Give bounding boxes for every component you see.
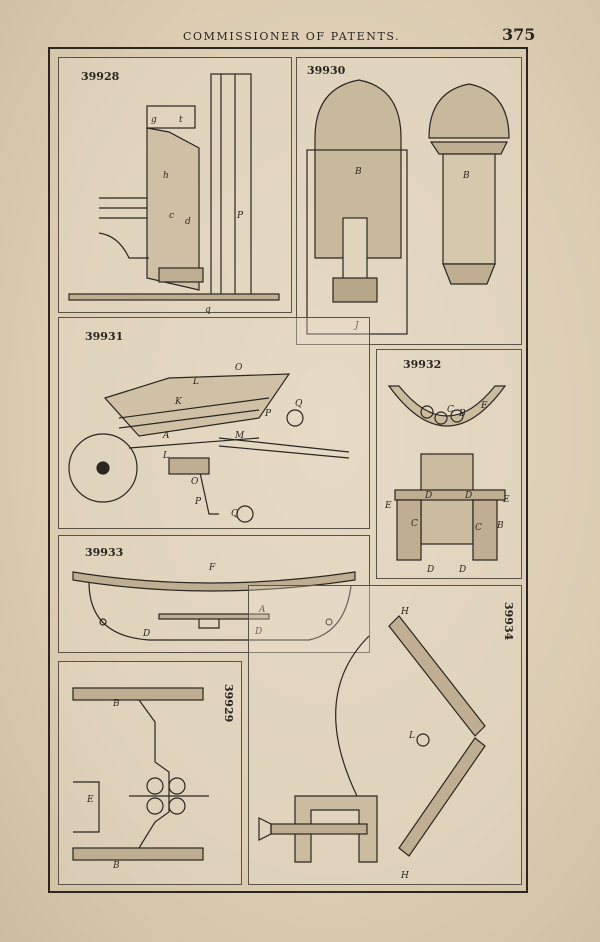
drawing-part — [146, 105, 196, 129]
figure-letter: C — [447, 405, 454, 415]
figure-39932-drawing: C B E D D E E C C B D D — [384, 385, 510, 575]
figure-letter: L — [162, 451, 169, 461]
figure-letter: D — [254, 627, 262, 637]
figure-letter: E — [384, 501, 392, 511]
figure-letter: M — [234, 431, 245, 441]
figure-letter: D — [458, 565, 466, 575]
figure-letter: O — [235, 363, 243, 373]
figure-39932: 39932 C B E D D E E C C B — [376, 349, 522, 579]
figure-letter: C — [411, 519, 418, 529]
figure-39933-drawing: F A D D — [72, 563, 356, 641]
drawing-part — [335, 635, 370, 797]
figure-letter: P — [236, 211, 244, 221]
figure-letter: J — [353, 321, 360, 331]
figure-number: 39933 — [85, 546, 124, 559]
figure-letter: D — [142, 629, 150, 639]
drawing-part — [72, 687, 204, 701]
figure-number: 39930 — [307, 64, 346, 77]
drawing-part — [72, 571, 356, 592]
drawing-part — [72, 847, 204, 861]
figure-39928-drawing: g t h c d P q — [68, 73, 280, 314]
figure-letter: d — [185, 217, 191, 227]
figure-letter: L — [192, 377, 199, 387]
figure-letter: c — [169, 211, 174, 221]
figure-letter: P — [194, 497, 202, 507]
drawing-part — [146, 127, 200, 291]
drawing-part — [68, 293, 280, 301]
figure-number: 39928 — [81, 70, 120, 83]
figure-letter: B — [496, 521, 504, 531]
figure-letter: E — [502, 495, 510, 505]
page-number: 375 — [502, 25, 536, 44]
figure-letter: t — [179, 115, 183, 125]
drawing-part — [314, 79, 402, 259]
figure-letter: B — [462, 171, 470, 181]
plate-frame: 39928 g t h c d P — [48, 47, 528, 893]
figure-letter: B — [458, 409, 466, 419]
figure-letter: H — [400, 607, 409, 617]
figure-39934-drawing: H H L — [258, 607, 486, 881]
figure-letter: B — [354, 167, 362, 177]
figure-letter: B — [112, 861, 120, 871]
drawing-part — [387, 385, 507, 427]
figure-letter: F — [208, 563, 216, 573]
figure-letter: P — [264, 409, 272, 419]
figure-39929-drawing: B E B — [72, 687, 209, 871]
drawing-part — [88, 581, 352, 641]
figure-letter: C — [475, 523, 482, 533]
drawing-part — [472, 499, 498, 561]
drawing-part — [396, 499, 422, 561]
figure-letter: Q — [295, 399, 303, 409]
figure-letter: D — [464, 491, 472, 501]
drawing-part — [103, 373, 291, 437]
figure-39933: 39933 F A D D — [58, 535, 370, 653]
figure-letter: E — [86, 795, 94, 805]
figure-letter: q — [205, 305, 211, 314]
figure-39931: 39931 O L K A P Q — [58, 317, 370, 529]
drawing-part — [210, 73, 252, 297]
figure-letter: h — [163, 171, 169, 181]
drawing-part — [428, 83, 510, 139]
figure-letter: H — [400, 871, 409, 881]
figure-39928: 39928 g t h c d P — [58, 57, 292, 314]
figure-letter: A — [258, 605, 266, 615]
figure-39930-drawing: B J B — [306, 79, 510, 335]
figure-39934: 39934 H H L — [248, 585, 522, 885]
figure-letter: A — [162, 431, 170, 441]
figure-letter: D — [426, 565, 434, 575]
figure-letter: B — [112, 699, 120, 709]
figure-39931-drawing: O L K A P Q M L O P Q — [68, 363, 350, 523]
drawing-part — [388, 615, 486, 737]
figure-number: 39931 — [85, 330, 124, 343]
figure-letter: D — [424, 491, 432, 501]
running-head: COMMISSIONER OF PATENTS. — [183, 30, 401, 43]
figure-letter: O — [191, 477, 199, 487]
figure-39930: 39930 B J B — [296, 57, 522, 345]
figure-letter: L — [408, 731, 415, 741]
figure-letter: E — [480, 401, 488, 411]
figure-letter: Q — [231, 509, 239, 519]
figure-letter: K — [174, 397, 183, 407]
drawing-part — [68, 433, 138, 503]
figure-number: 39932 — [403, 358, 442, 371]
drawing-part — [398, 737, 486, 857]
figure-letter: g — [151, 115, 157, 125]
figure-39929: 39929 B E B — [58, 661, 242, 885]
